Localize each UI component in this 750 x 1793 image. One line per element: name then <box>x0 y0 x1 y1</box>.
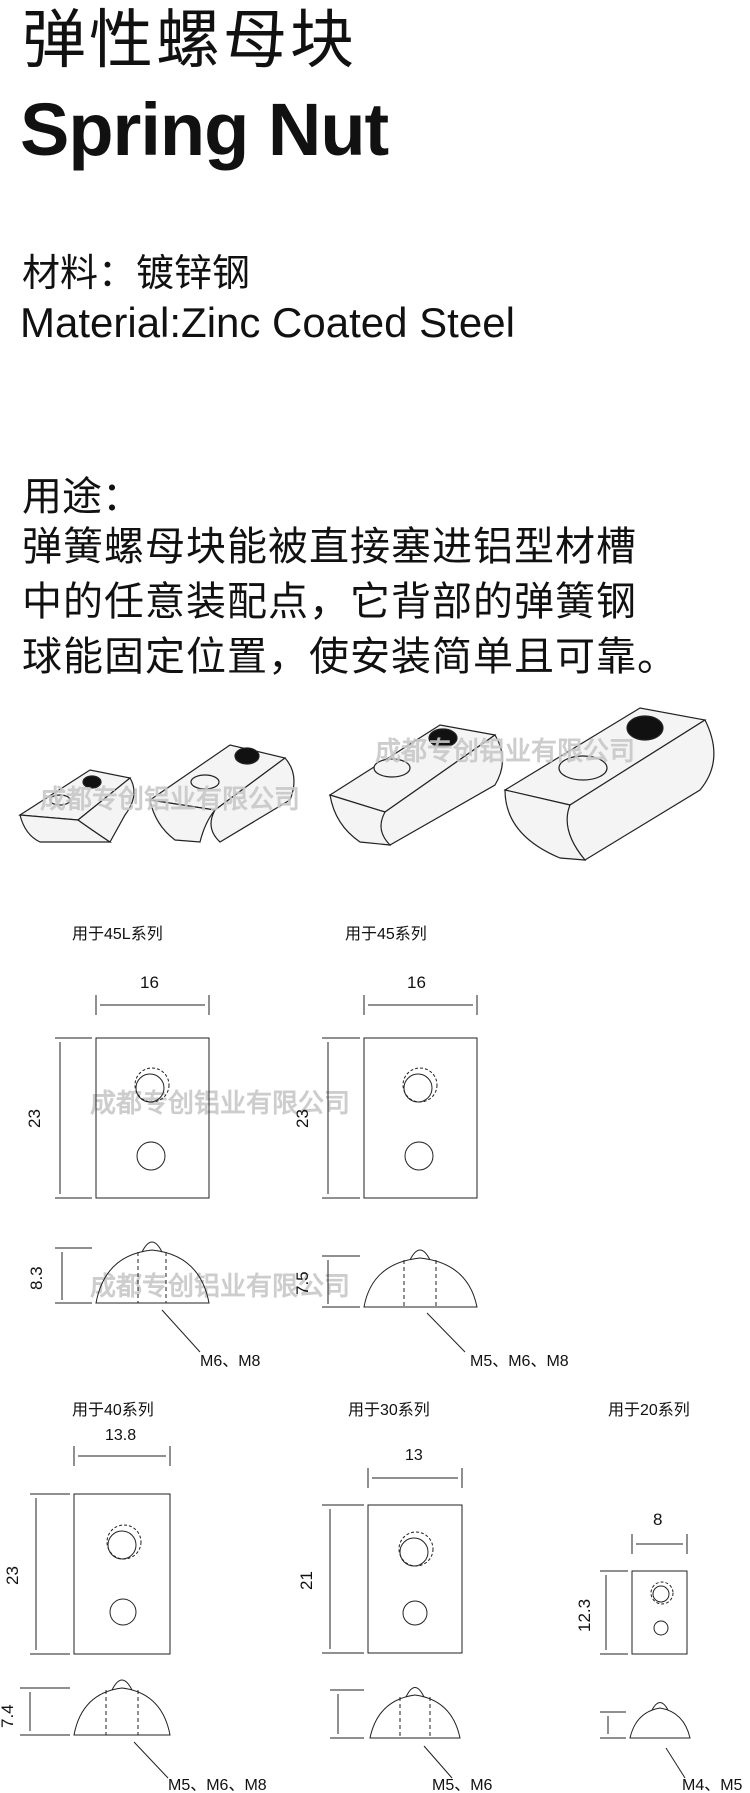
series-label: 用于40系列 <box>72 1401 154 1419</box>
dim-height: 23 <box>293 1109 312 1128</box>
material-label-en: Material:Zinc Coated Steel <box>20 299 515 346</box>
spring-nut-illustration-xlarge <box>503 707 715 861</box>
series-label: 用于45系列 <box>345 925 427 943</box>
bolt-sizes: M4、M5 <box>682 1777 743 1793</box>
dim-height: 23 <box>25 1109 44 1128</box>
usage-line: 弹簧螺母块能被直接塞进铝型材槽 <box>22 524 637 570</box>
dim-width: 8 <box>653 1510 662 1529</box>
usage-description: 弹簧螺母块能被直接塞进铝型材槽 中的任意装配点，它背部的弹簧钢 球能固定位置，使… <box>22 520 742 685</box>
dim-width: 13.8 <box>105 1427 136 1444</box>
series-label: 用于20系列 <box>608 1401 690 1419</box>
usage-line: 中的任意装配点，它背部的弹簧钢 <box>22 579 637 625</box>
dim-thickness: 8.3 <box>27 1266 46 1290</box>
dim-width: 16 <box>140 973 159 992</box>
watermark-text: 成都专创铝业有限公司 <box>90 1088 350 1118</box>
page-title-en: Spring Nut <box>20 88 389 171</box>
dim-height: 23 <box>3 1566 22 1585</box>
dim-thickness: 7.5 <box>293 1271 312 1295</box>
dim-height: 21 <box>297 1571 316 1590</box>
dim-width: 16 <box>407 973 426 992</box>
material-label-cn: 材料：镀锌钢 <box>22 251 251 295</box>
spring-nut-illustration-large <box>328 724 504 846</box>
dim-thickness: 7.4 <box>0 1704 17 1728</box>
bolt-sizes: M5、M6、M8 <box>470 1353 569 1370</box>
bolt-sizes: M5、M6 <box>432 1777 493 1793</box>
series-label: 用于45L系列 <box>72 925 163 943</box>
bolt-sizes: M5、M6、M8 <box>168 1777 267 1793</box>
watermark-text: 成都专创铝业有限公司 <box>375 736 635 766</box>
drawing-40 <box>20 1446 171 1779</box>
series-label: 用于30系列 <box>348 1401 430 1419</box>
drawing-20 <box>600 1534 691 1779</box>
dim-width: 13 <box>405 1447 423 1464</box>
usage-heading: 用途： <box>22 474 142 520</box>
drawing-30 <box>322 1468 463 1779</box>
usage-line: 球能固定位置，使安装简单且可靠。 <box>22 634 678 680</box>
drawing-45l <box>55 995 210 1353</box>
bolt-sizes: M6、M8 <box>200 1353 261 1370</box>
spring-nut-illustration-medium <box>148 744 295 843</box>
dim-height: 12.3 <box>575 1599 594 1632</box>
drawing-45 <box>322 995 478 1353</box>
watermark-text: 成都专创铝业有限公司 <box>40 784 300 814</box>
watermark-text: 成都专创铝业有限公司 <box>90 1271 350 1301</box>
page-title-cn: 弹性螺母块 <box>22 4 357 78</box>
spring-nut-illustration-small <box>18 769 135 843</box>
